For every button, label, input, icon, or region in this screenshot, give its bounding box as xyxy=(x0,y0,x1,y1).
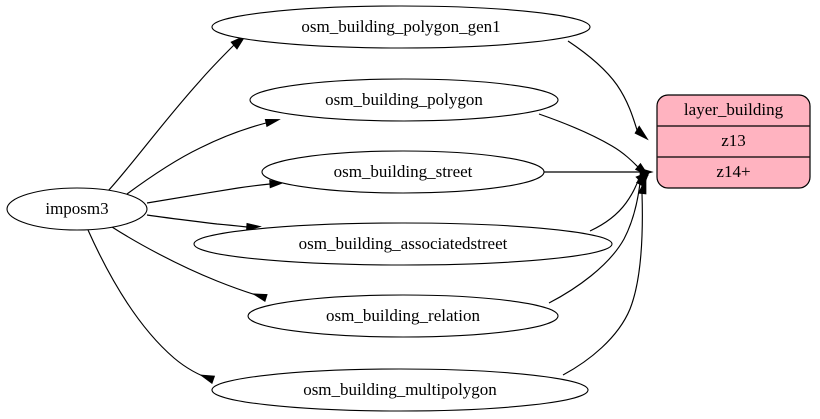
layer-building-row-z13: z13 xyxy=(721,131,746,150)
node-label: imposm3 xyxy=(45,199,108,218)
node-ellipse[interactable] xyxy=(193,222,613,266)
edge-imposm3-to-polygon-gen1 xyxy=(107,34,247,192)
edge-group-to-layer-building xyxy=(538,40,654,376)
arrow-head xyxy=(637,177,647,195)
node-layer_building[interactable]: layer_building z13 z14+ xyxy=(656,94,811,189)
edge-group-imposm3-out xyxy=(87,34,285,385)
arrow-head xyxy=(634,125,649,141)
edge-imposm3-to-associatedstreet xyxy=(146,214,262,232)
arrow-head xyxy=(199,374,216,385)
edge-imposm3-to-relation xyxy=(111,226,268,303)
edge-path xyxy=(126,122,267,195)
node-ellipse[interactable] xyxy=(211,5,591,49)
edge-path xyxy=(87,229,214,381)
arrow-head xyxy=(246,222,262,232)
node-label: osm_building_associatedstreet xyxy=(299,234,508,253)
node-osm_building_relation[interactable]: osm_building_relation xyxy=(247,294,559,338)
node-label: osm_building_relation xyxy=(326,306,480,325)
node-osm_building_polygon_gen1[interactable]: osm_building_polygon_gen1 xyxy=(211,5,591,49)
node-ellipse[interactable] xyxy=(249,78,559,122)
node-label: osm_building_street xyxy=(334,162,473,181)
edge-imposm3-to-polygon xyxy=(126,118,281,195)
edge-path xyxy=(146,214,248,228)
layer-building-name: layer_building xyxy=(684,100,784,119)
layer-building-row-z14plus: z14+ xyxy=(716,162,750,181)
node-osm_building_multipolygon[interactable]: osm_building_multipolygon xyxy=(211,368,589,412)
arrow-head xyxy=(251,293,268,303)
edge-path xyxy=(538,113,639,168)
node-osm_building_associatedstreet[interactable]: osm_building_associatedstreet xyxy=(193,222,613,266)
edge-polygon-gen1-to-z13 xyxy=(567,40,649,141)
edge-path xyxy=(589,177,640,232)
edge-imposm3-to-multipolygon xyxy=(87,229,216,385)
edge-polygon-to-z14 xyxy=(538,113,649,176)
node-osm_building_street[interactable]: osm_building_street xyxy=(261,150,545,194)
node-osm_building_polygon[interactable]: osm_building_polygon xyxy=(249,78,559,122)
arrow-head xyxy=(264,118,281,128)
node-label: osm_building_polygon xyxy=(325,90,483,109)
edge-path xyxy=(107,44,235,192)
node-ellipse[interactable] xyxy=(6,187,148,231)
edge-path xyxy=(146,183,271,204)
edge-imposm3-to-street xyxy=(146,179,285,204)
node-imposm3[interactable]: imposm3 xyxy=(6,187,148,231)
edge-path xyxy=(111,226,267,299)
node-label: osm_building_polygon_gen1 xyxy=(301,17,500,36)
node-ellipse[interactable] xyxy=(247,294,559,338)
edge-path xyxy=(562,192,643,376)
node-ellipse[interactable] xyxy=(211,368,589,412)
edge-path xyxy=(567,40,638,131)
node-ellipse[interactable] xyxy=(261,150,545,194)
edge-path xyxy=(548,182,641,304)
layer-building-body[interactable] xyxy=(656,94,811,189)
edge-multipolygon-to-z14 xyxy=(562,177,647,376)
node-label: osm_building_multipolygon xyxy=(303,380,497,399)
